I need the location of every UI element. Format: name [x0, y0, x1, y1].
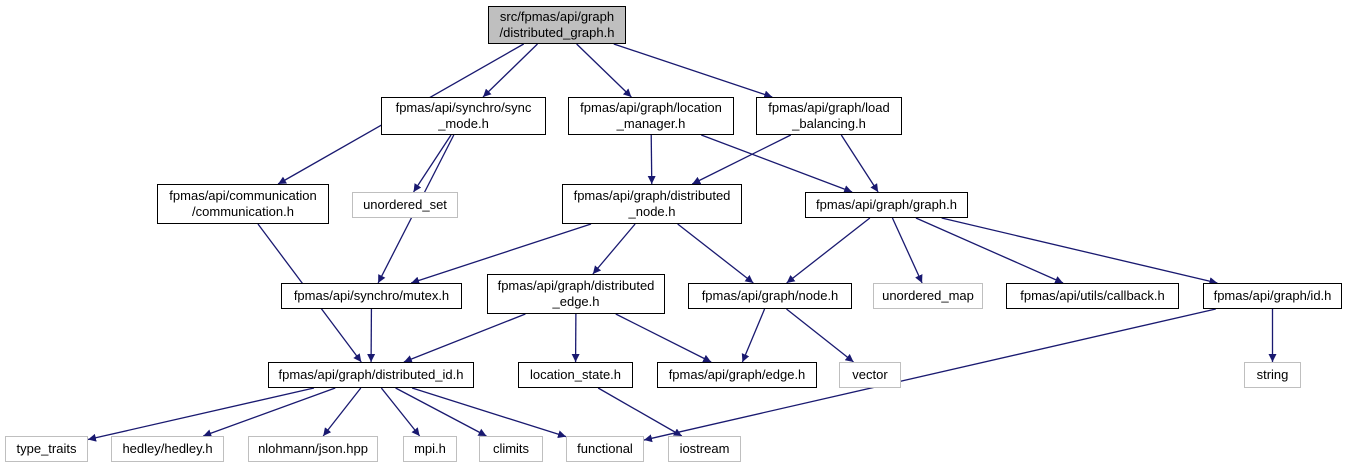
node-mpi-h: mpi.h	[403, 436, 457, 462]
node-label: fpmas/api/graph/distributed	[497, 278, 655, 293]
node-edge-h: fpmas/api/graph/edge.h	[657, 362, 817, 388]
node-label: /communication.h	[192, 204, 294, 219]
node-unordered-set: unordered_set	[352, 192, 458, 218]
edge-graph-to-unordered_map	[891, 217, 923, 284]
node-json-hpp: nlohmann/json.hpp	[248, 436, 378, 462]
node-label: fpmas/api/graph/edge.h	[668, 367, 806, 382]
node-label: _edge.h	[552, 294, 600, 309]
edge-load_balancing-to-graph	[840, 134, 879, 193]
node-iostream: iostream	[668, 436, 741, 462]
edge-distributed_id-to-mpi	[380, 387, 421, 437]
node-distributed-node-h: fpmas/api/graph/distributed_node.h	[562, 184, 742, 224]
node-node-h: fpmas/api/graph/node.h	[688, 283, 852, 309]
edge-location_manager-to-distributed_node	[647, 134, 656, 185]
edge-distributed_edge-to-edge	[615, 313, 712, 363]
node-label: _mode.h	[438, 116, 489, 131]
edge-graph-to-node	[786, 217, 871, 284]
node-functional: functional	[566, 436, 644, 462]
node-label: fpmas/api/communication	[169, 188, 317, 203]
node-climits: climits	[479, 436, 543, 462]
node-label: functional	[577, 441, 633, 456]
node-label: unordered_map	[882, 288, 974, 303]
node-sync-mode-h: fpmas/api/synchro/sync_mode.h	[381, 97, 546, 135]
node-callback-h: fpmas/api/utils/callback.h	[1006, 283, 1179, 309]
edge-root-to-sync_mode	[482, 43, 538, 98]
edge-root-to-location_manager	[576, 43, 632, 98]
edge-root-to-load_balancing	[613, 43, 773, 99]
node-distributed-id-h: fpmas/api/graph/distributed_id.h	[268, 362, 474, 388]
edge-distributed_node-to-mutex	[410, 223, 592, 285]
edge-distributed_node-to-node	[677, 223, 754, 284]
edge-distributed_edge-to-distributed_id	[403, 313, 526, 363]
node-location-state-h: location_state.h	[518, 362, 633, 388]
edge-load_balancing-to-distributed_node	[691, 134, 792, 185]
node-label: fpmas/api/graph/node.h	[701, 288, 839, 303]
node-mutex-h: fpmas/api/synchro/mutex.h	[281, 283, 462, 309]
node-label: type_traits	[16, 441, 77, 456]
node-label: fpmas/api/graph/id.h	[1213, 288, 1332, 303]
edge-node-to-vector	[786, 308, 854, 363]
node-label: unordered_set	[363, 197, 447, 212]
node-vector: vector	[839, 362, 901, 388]
node-id-h: fpmas/api/graph/id.h	[1203, 283, 1342, 309]
node-label: hedley/hedley.h	[122, 441, 213, 456]
node-load-balancing-h: fpmas/api/graph/load_balancing.h	[756, 97, 902, 135]
node-label: climits	[492, 441, 530, 456]
edge-graph-to-id	[941, 217, 1218, 286]
node-hedley-h: hedley/hedley.h	[111, 436, 224, 462]
node-label: fpmas/api/graph/location	[580, 100, 722, 115]
edge-location_manager-to-graph	[701, 134, 853, 193]
node-label: iostream	[679, 441, 730, 456]
node-label: fpmas/api/graph/load	[768, 100, 890, 115]
node-label: fpmas/api/graph/graph.h	[816, 197, 957, 212]
edge-distributed_node-to-distributed_edge	[592, 223, 636, 275]
node-distributed-edge-h: fpmas/api/graph/distributed_edge.h	[487, 274, 665, 314]
node-label: fpmas/api/graph/distributed	[573, 188, 731, 203]
node-label: fpmas/api/synchro/mutex.h	[293, 288, 450, 303]
node-label: mpi.h	[414, 441, 446, 456]
node-label: vector	[852, 367, 888, 382]
node-label: fpmas/api/graph/distributed_id.h	[278, 367, 464, 382]
edge-node-to-edge	[741, 308, 766, 363]
node-label: fpmas/api/utils/callback.h	[1020, 288, 1165, 303]
node-string: string	[1244, 362, 1301, 388]
node-location-manager-h: fpmas/api/graph/location_manager.h	[568, 97, 734, 135]
node-label: nlohmann/json.hpp	[258, 441, 368, 456]
node-label: location_state.h	[529, 367, 622, 382]
edge-distributed_id-to-type_traits	[87, 387, 315, 442]
node-type-traits: type_traits	[5, 436, 88, 462]
edge-id-to-functional	[643, 308, 1216, 443]
node-label: _manager.h	[616, 116, 686, 131]
node-communication-h: fpmas/api/communication/communication.h	[157, 184, 329, 224]
node-label: /distributed_graph.h	[499, 25, 615, 40]
node-label: string	[1256, 367, 1289, 382]
node-root-distributed-graph-h: src/fpmas/api/graph/distributed_graph.h	[488, 6, 626, 44]
edge-distributed_id-to-hedley	[203, 387, 336, 438]
edge-distributed_id-to-climits	[395, 387, 487, 437]
node-graph-h: fpmas/api/graph/graph.h	[805, 192, 968, 218]
node-label: _balancing.h	[792, 116, 866, 131]
node-label: fpmas/api/synchro/sync	[395, 100, 532, 115]
edge-location_state-to-iostream	[597, 387, 683, 437]
edge-sync_mode-to-unordered_set	[413, 134, 452, 193]
edge-distributed_id-to-functional	[411, 387, 567, 439]
node-label: src/fpmas/api/graph	[499, 9, 615, 24]
edge-distributed_id-to-json	[322, 387, 362, 437]
edge-graph-to-callback	[915, 217, 1064, 284]
node-label: _node.h	[628, 204, 676, 219]
node-unordered-map: unordered_map	[873, 283, 983, 309]
